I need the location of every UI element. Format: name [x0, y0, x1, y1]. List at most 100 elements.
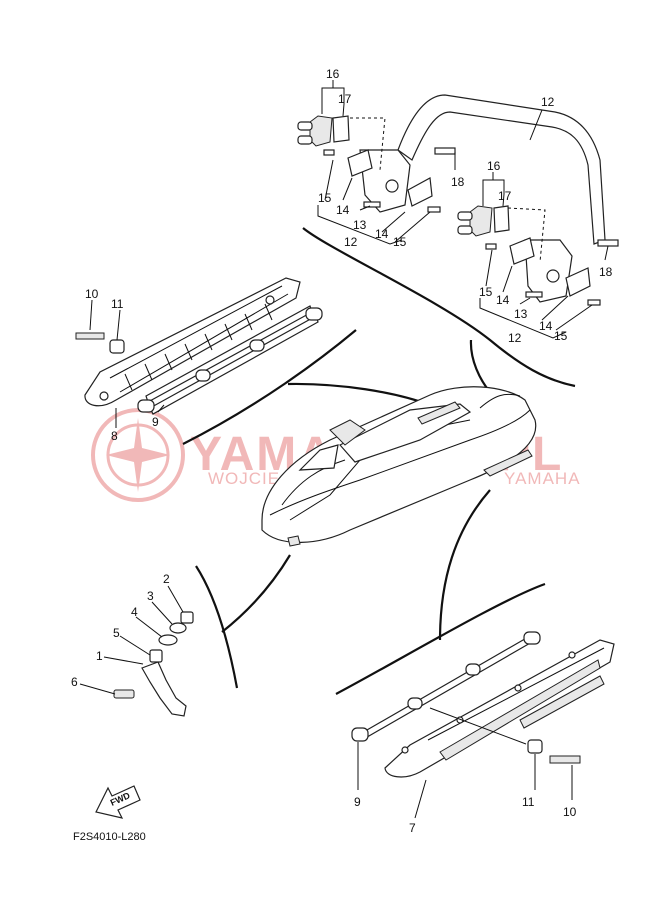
callout-8: 8: [111, 429, 118, 443]
rod-cap-5: [351, 727, 369, 742]
callout-1: 1: [96, 649, 103, 663]
callout-10b: 10: [563, 805, 577, 819]
callout-17b: 17: [498, 189, 512, 203]
callout-4: 4: [131, 605, 138, 619]
callout-12-top: 12: [541, 95, 555, 109]
handlebar-pod: [329, 419, 366, 446]
callout-11b: 11: [522, 795, 535, 809]
bolt-15a: [323, 149, 335, 156]
fwd-arrow-icon: FWD: [95, 785, 141, 819]
windshield: [298, 444, 339, 471]
pad-right-stud-2: [457, 225, 473, 235]
callout-18b: 18: [599, 265, 613, 279]
rod-cap-3: [249, 339, 265, 352]
diagram-code: F2S4010-L280: [73, 831, 146, 843]
callout-11a: 11: [111, 297, 124, 311]
bracket-hole-left: [385, 179, 399, 193]
handle-bracket-left: [359, 149, 411, 213]
callout-2: 2: [163, 572, 170, 586]
callout-15b: 15: [393, 235, 407, 249]
bolt-15b: [427, 206, 441, 213]
callout-numbers: 16 17 12 18 15 14 13 14 12 15 16 17 18 1…: [71, 67, 613, 835]
callout-7: 7: [409, 821, 416, 835]
bracket-hole-right: [546, 269, 560, 283]
deck-grip-upper: [75, 277, 491, 445]
bolt-6: [113, 689, 135, 699]
rod-cap-1: [137, 399, 155, 413]
pad-left-stud-2: [297, 135, 313, 145]
washer-4: [158, 634, 178, 646]
callout-3: 3: [147, 589, 154, 603]
rail-hole-7a: [401, 746, 409, 754]
pad-left-stud-1: [297, 121, 313, 131]
tow-eye-location: [287, 535, 301, 547]
collar-5: [149, 649, 163, 663]
callout-9b: 9: [354, 795, 361, 809]
callout-12b: 12: [508, 331, 522, 345]
pin-13b: [525, 291, 543, 298]
grip-rail-7: [384, 639, 615, 778]
callout-17a: 17: [338, 92, 352, 106]
plate-right: [493, 205, 510, 233]
watermark-logo-icon: [91, 408, 185, 502]
callout-15a: 15: [318, 191, 332, 205]
rail-hole-7d: [568, 651, 576, 659]
rail-hole-7c: [514, 684, 522, 692]
deck-grip-location-right: [483, 449, 533, 477]
grip-rail-8: [84, 277, 301, 407]
rail-hole-front: [99, 391, 109, 401]
rod-cap-8: [523, 631, 541, 645]
plate-left: [332, 115, 350, 143]
callout-16a: 16: [326, 67, 340, 81]
deck-grip-lower: [335, 489, 615, 819]
deck-grip-location-left: [417, 401, 461, 425]
handle-bracket-right: [524, 239, 573, 303]
pin-13a: [363, 201, 381, 208]
callout-16b: 16: [487, 159, 501, 173]
collar-11a: [109, 339, 125, 354]
rod-cap-6: [407, 697, 423, 710]
rail-hole-rear: [265, 295, 275, 305]
rail-tread-strip: [439, 659, 601, 761]
pad-right: [469, 205, 493, 237]
bolt-18a: [434, 147, 456, 155]
lever-right-lower: [565, 267, 591, 297]
callout-13b: 13: [514, 307, 528, 321]
callout-14b: 14: [375, 227, 389, 241]
callout-5: 5: [113, 626, 120, 640]
watermark-subline-right: YAMAHA: [504, 469, 581, 488]
washer-3: [169, 622, 187, 634]
hull-outline: [261, 386, 537, 543]
callout-9a: 9: [152, 415, 159, 429]
rod-cap-4: [305, 307, 323, 321]
callout-12a: 12: [344, 235, 358, 249]
callout-14c: 14: [496, 293, 510, 307]
nut-2: [180, 611, 194, 624]
lever-right-upper: [509, 237, 535, 265]
bolt-15d: [587, 299, 601, 306]
pad-left: [309, 115, 333, 147]
callout-14a: 14: [336, 203, 350, 217]
callout-10a: 10: [85, 287, 99, 301]
callout-15d: 15: [554, 329, 568, 343]
rod-cap-7: [465, 663, 481, 676]
rail-decal-wave-runner: [519, 675, 605, 729]
callout-15c: 15: [479, 285, 493, 299]
callout-6: 6: [71, 675, 78, 689]
watercraft-hull: [261, 386, 537, 547]
tow-hook-1: [141, 661, 187, 717]
callout-13a: 13: [353, 218, 367, 232]
tow-hook-set: [79, 554, 291, 717]
rod-cap-2: [195, 369, 211, 382]
bolt-15c: [485, 243, 497, 250]
bolt-10a: [75, 332, 105, 340]
handle-grip-assembly: [297, 80, 619, 388]
pad-right-stud-1: [457, 211, 473, 221]
callout-18a: 18: [451, 175, 465, 189]
lever-left-upper: [347, 149, 373, 177]
seat: [339, 403, 472, 463]
lever-left-lower: [407, 177, 433, 207]
collar-11b: [527, 739, 543, 754]
